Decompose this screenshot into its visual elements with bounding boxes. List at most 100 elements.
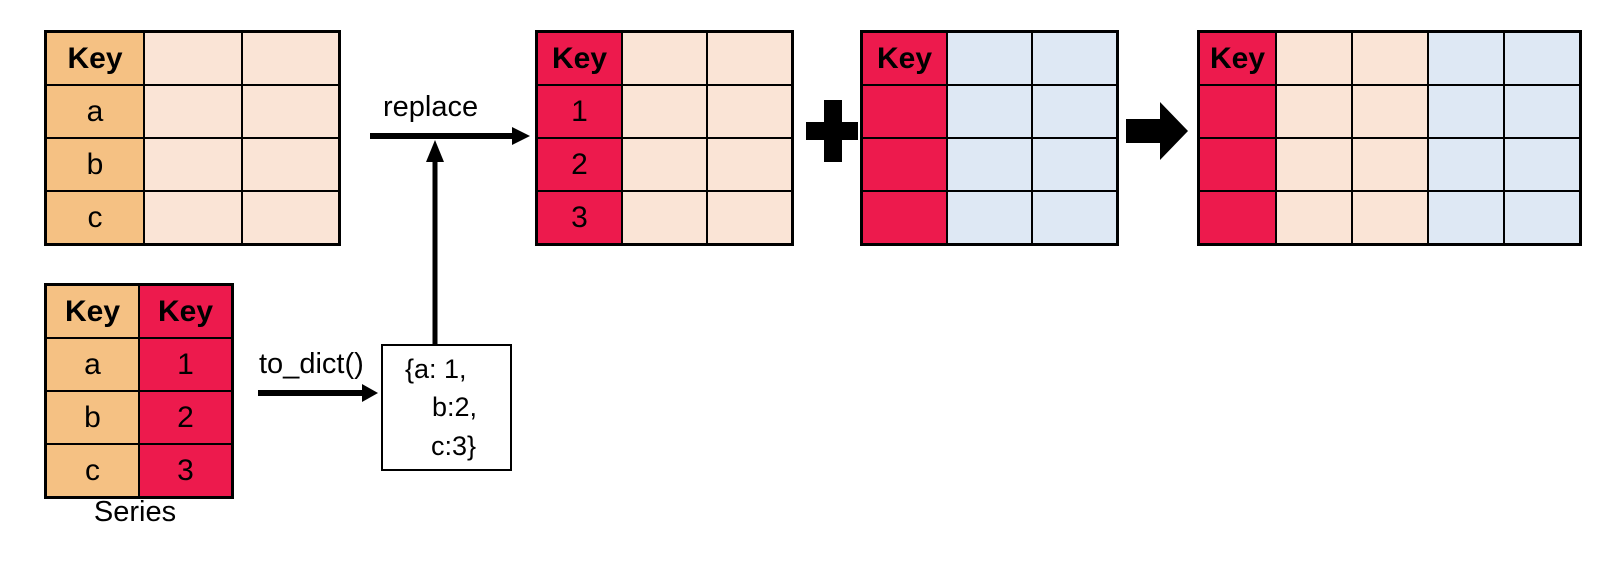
cell-col2-header xyxy=(241,30,341,86)
table-replaced-frame: Key 1 2 3 xyxy=(535,30,794,246)
table-result-frame: Key xyxy=(1197,30,1582,246)
res-cell-col3-r2 xyxy=(1427,137,1505,192)
sec-cell-col1-r1 xyxy=(946,84,1033,139)
res-cell-col4-r2 xyxy=(1503,137,1582,192)
rep-cell-key-2: 2 xyxy=(535,137,623,192)
series-cell-key-c: c xyxy=(44,443,140,499)
series-cell-key-a: a xyxy=(44,337,140,392)
dict-to-replace-arrow-icon xyxy=(426,140,444,345)
sec-cell-col2-r1 xyxy=(1031,84,1119,139)
res-cell-col3-r3 xyxy=(1427,190,1505,246)
table-row xyxy=(860,84,1119,139)
cell-key-b: b xyxy=(44,137,145,192)
res-cell-col4-header xyxy=(1503,30,1582,86)
res-cell-col2-header xyxy=(1351,30,1429,86)
rep-cell-key-3: 3 xyxy=(535,190,623,246)
cell-col1-r1 xyxy=(143,84,243,139)
table-row: Key xyxy=(860,30,1119,86)
rep-cell-col2-r2 xyxy=(706,137,794,192)
sec-cell-col1-header xyxy=(946,30,1033,86)
table-row: 2 xyxy=(535,137,794,192)
table-row: a 1 xyxy=(44,337,234,392)
table-row: a xyxy=(44,84,341,139)
table-row: b xyxy=(44,137,341,192)
rep-cell-key-header: Key xyxy=(535,30,623,86)
dict-literal-box: {a: 1, b:2, c:3} xyxy=(381,344,512,471)
table-row: Key Key xyxy=(44,283,234,339)
cell-col1-header xyxy=(143,30,243,86)
res-cell-key-r2 xyxy=(1197,137,1277,192)
res-cell-col3-r1 xyxy=(1427,84,1505,139)
res-cell-col2-r1 xyxy=(1351,84,1429,139)
series-cell-value-1: 1 xyxy=(138,337,234,392)
table-row xyxy=(1197,84,1582,139)
rep-cell-col2-r3 xyxy=(706,190,794,246)
series-cell-value-header: Key xyxy=(138,283,234,339)
res-cell-key-r1 xyxy=(1197,84,1277,139)
rep-cell-col1-r1 xyxy=(621,84,708,139)
table-row: Key xyxy=(1197,30,1582,86)
table-row: c 3 xyxy=(44,443,234,499)
cell-key-header: Key xyxy=(44,30,145,86)
res-cell-key-header: Key xyxy=(1197,30,1277,86)
sec-cell-key-r1 xyxy=(860,84,948,139)
replace-arrow-icon xyxy=(370,127,530,145)
sec-cell-col2-r3 xyxy=(1031,190,1119,246)
table-row: Key xyxy=(535,30,794,86)
cell-col1-r3 xyxy=(143,190,243,246)
rep-cell-col1-r3 xyxy=(621,190,708,246)
table-row xyxy=(1197,137,1582,192)
cell-key-c: c xyxy=(44,190,145,246)
table-row: 3 xyxy=(535,190,794,246)
rep-cell-key-1: 1 xyxy=(535,84,623,139)
sec-cell-col1-r3 xyxy=(946,190,1033,246)
dict-line-2: b:2, xyxy=(431,392,478,423)
series-caption: Series xyxy=(93,496,177,528)
cell-col2-r3 xyxy=(241,190,341,246)
plus-icon xyxy=(806,100,858,162)
res-cell-col2-r3 xyxy=(1351,190,1429,246)
res-cell-col4-r1 xyxy=(1503,84,1582,139)
table-series: Key Key a 1 b 2 c 3 xyxy=(44,283,234,499)
res-cell-col2-r2 xyxy=(1351,137,1429,192)
table-row xyxy=(1197,190,1582,246)
replace-label: replace xyxy=(383,91,479,123)
table-row: c xyxy=(44,190,341,246)
res-cell-col3-header xyxy=(1427,30,1505,86)
sec-cell-col2-header xyxy=(1031,30,1119,86)
sec-cell-key-header: Key xyxy=(860,30,948,86)
sec-cell-col1-r2 xyxy=(946,137,1033,192)
to-dict-arrow-icon xyxy=(258,384,378,402)
right-arrow-icon xyxy=(1126,102,1188,160)
dict-line-3: c:3} xyxy=(430,430,477,461)
table-source-frame: Key a b c xyxy=(44,30,341,246)
table-row xyxy=(860,190,1119,246)
table-row: 1 xyxy=(535,84,794,139)
to-dict-label: to_dict() xyxy=(259,348,364,380)
table-row: Key xyxy=(44,30,341,86)
series-cell-value-3: 3 xyxy=(138,443,234,499)
res-cell-col1-r1 xyxy=(1275,84,1353,139)
rep-cell-col1-r2 xyxy=(621,137,708,192)
res-cell-col1-r3 xyxy=(1275,190,1353,246)
series-cell-key-header: Key xyxy=(44,283,140,339)
table-second-frame: Key xyxy=(860,30,1119,246)
rep-cell-col1-header xyxy=(621,30,708,86)
rep-cell-col2-r1 xyxy=(706,84,794,139)
cell-key-a: a xyxy=(44,84,145,139)
table-row: b 2 xyxy=(44,390,234,445)
dict-line-1: {a: 1, xyxy=(405,354,467,384)
table-row xyxy=(860,137,1119,192)
res-cell-key-r3 xyxy=(1197,190,1277,246)
rep-cell-col2-header xyxy=(706,30,794,86)
res-cell-col1-header xyxy=(1275,30,1353,86)
res-cell-col1-r2 xyxy=(1275,137,1353,192)
res-cell-col4-r3 xyxy=(1503,190,1582,246)
cell-col2-r2 xyxy=(241,137,341,192)
sec-cell-col2-r2 xyxy=(1031,137,1119,192)
sec-cell-key-r3 xyxy=(860,190,948,246)
series-cell-value-2: 2 xyxy=(138,390,234,445)
cell-col1-r2 xyxy=(143,137,243,192)
cell-col2-r1 xyxy=(241,84,341,139)
